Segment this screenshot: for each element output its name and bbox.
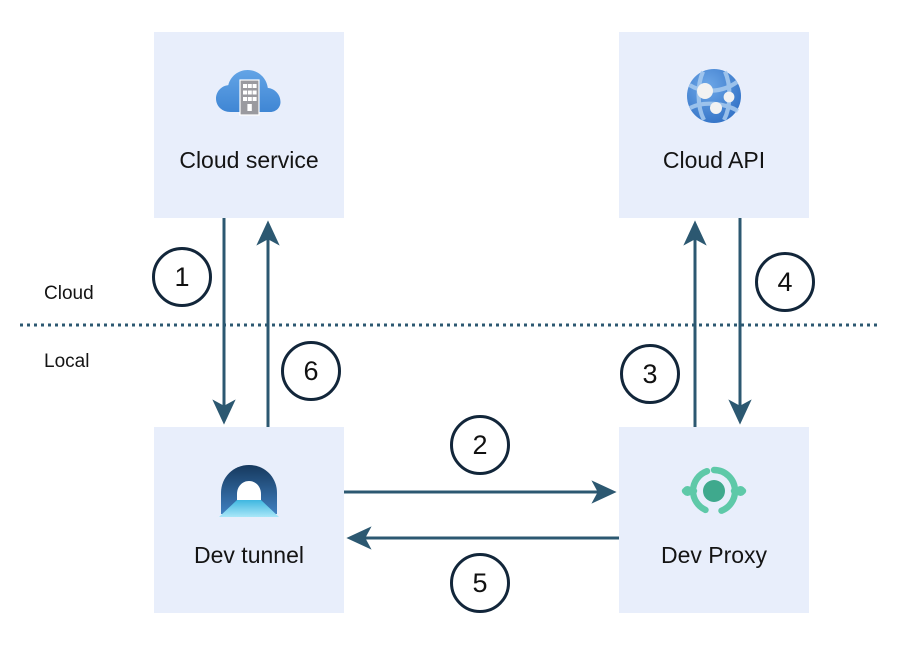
globe-network-icon [687, 69, 741, 123]
node-dev-tunnel[interactable]: Dev tunnel [154, 427, 344, 613]
node-cloud-api[interactable]: Cloud API [619, 32, 809, 218]
node-cloud-service[interactable]: Cloud service [154, 32, 344, 218]
step-badge-1[interactable]: 1 [152, 247, 212, 307]
zone-label-local: Local [44, 351, 90, 372]
node-dev-proxy[interactable]: Dev Proxy [619, 427, 809, 613]
step-badge-6[interactable]: 6 [281, 341, 341, 401]
node-label-dev-proxy: Dev Proxy [660, 542, 768, 568]
node-label-cloud-service: Cloud service [179, 147, 319, 173]
tunnel-icon [219, 465, 279, 517]
step-badge-3[interactable]: 3 [620, 344, 680, 404]
step-badge-5[interactable]: 5 [450, 553, 510, 613]
step-badge-4[interactable]: 4 [755, 252, 815, 312]
node-label-cloud-api: Cloud API [662, 147, 766, 173]
node-label-dev-tunnel: Dev tunnel [194, 542, 304, 568]
dev-proxy-target-icon [681, 466, 747, 514]
cloud-building-icon [216, 70, 281, 116]
step-badge-2[interactable]: 2 [450, 415, 510, 475]
zone-label-cloud: Cloud [44, 283, 94, 304]
